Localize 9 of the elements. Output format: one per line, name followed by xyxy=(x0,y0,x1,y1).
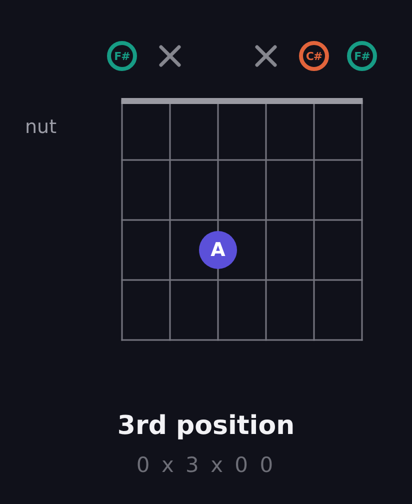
open-string-marker: F# xyxy=(347,41,377,71)
cross-icon xyxy=(159,45,181,67)
finger-dot: A xyxy=(199,231,237,269)
cross-icon xyxy=(255,45,277,67)
nut-label: nut xyxy=(25,117,57,139)
open-string-marker: C# xyxy=(299,41,329,71)
position-caption: 3rd position xyxy=(117,412,295,442)
open-string-marker: F# xyxy=(107,41,137,71)
fingering-code: 0 x 3 x 0 0 xyxy=(136,453,276,478)
